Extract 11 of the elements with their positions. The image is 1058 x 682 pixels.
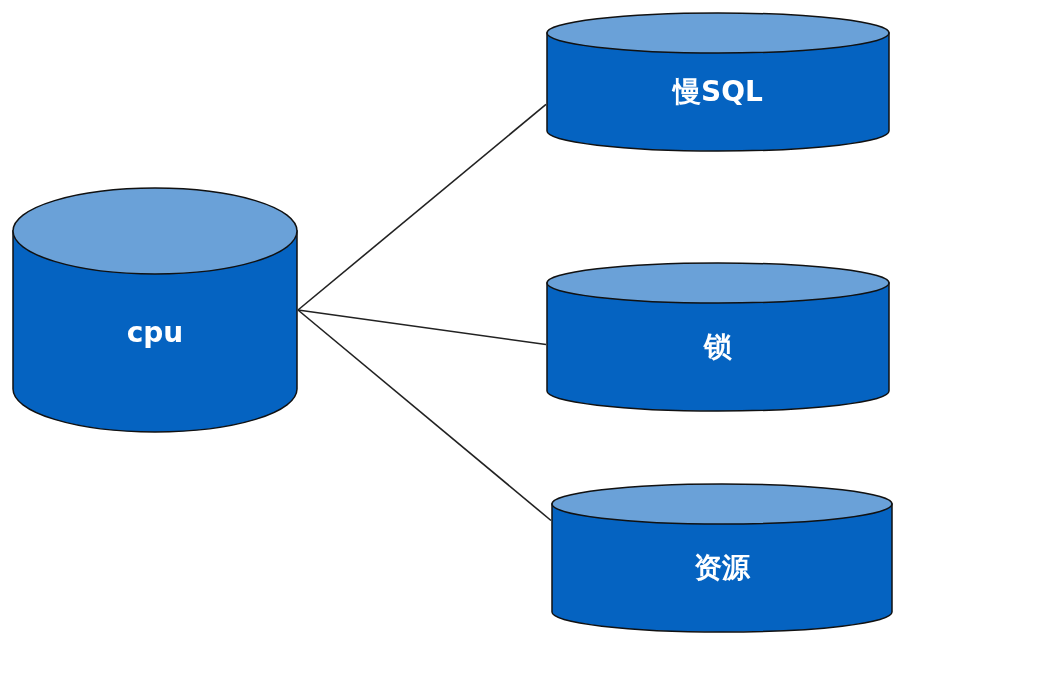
cylinder-label: cpu <box>126 315 184 348</box>
database-cylinder <box>546 12 890 152</box>
connector-line <box>297 309 552 522</box>
cylinder-label: 慢SQL <box>673 74 763 110</box>
cylinder-label: 资源 <box>694 550 750 586</box>
database-cylinder <box>12 187 298 433</box>
connector-line <box>297 103 547 311</box>
database-cylinder <box>546 262 890 412</box>
database-cylinder <box>551 483 893 633</box>
connector-line <box>297 309 547 346</box>
cylinder-label: 锁 <box>704 329 732 365</box>
